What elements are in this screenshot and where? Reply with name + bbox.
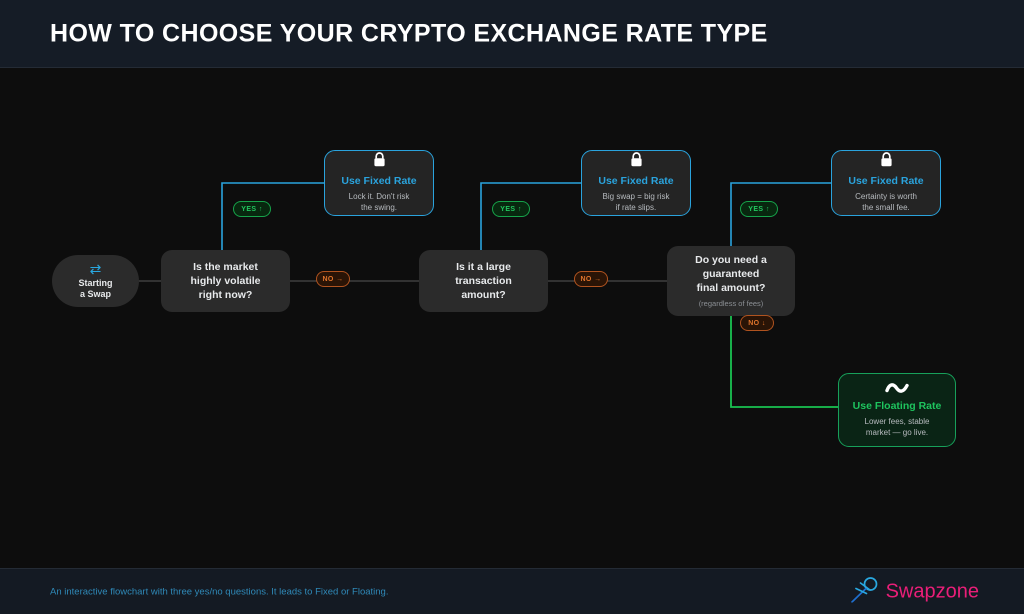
outcome-sub-line2: if rate slips.: [615, 203, 657, 212]
start-node-label: Starting a Swap: [78, 278, 112, 300]
question-text: Is it a large transaction amount?: [455, 260, 512, 302]
swap-arrows-icon: ⇄: [89, 260, 102, 277]
question-subnote: (regardless of fees): [698, 299, 764, 308]
question-line1: Do you need a: [695, 254, 767, 266]
brand-lockup[interactable]: Swapzone: [850, 576, 979, 607]
outcome-subtitle: Lower fees, stable market — go live.: [865, 416, 930, 438]
start-node[interactable]: ⇄ Starting a Swap: [52, 255, 139, 307]
lock-icon: [373, 152, 386, 170]
question-text: Do you need a guaranteed final amount?: [695, 253, 767, 295]
outcome-title: Use Fixed Rate: [848, 175, 924, 187]
question-line1: Is it a large: [456, 261, 511, 273]
question-line1: Is the market: [193, 261, 258, 273]
flowchart-canvas: ⇄ Starting a Swap Is the market highly v…: [0, 68, 1024, 568]
question-node-guaranteed-amount[interactable]: Do you need a guaranteed final amount? (…: [667, 246, 795, 316]
question-node-transaction-size[interactable]: Is it a large transaction amount?: [419, 250, 548, 312]
outcome-title: Use Floating Rate: [852, 400, 942, 412]
branch-badge-no-3[interactable]: NO ↓: [740, 315, 774, 331]
outcome-sub-line1: Lock it. Don't risk: [348, 192, 410, 201]
lock-icon: [880, 152, 893, 170]
footer-description: An interactive flowchart with three yes/…: [50, 586, 389, 597]
outcome-sub-line2: the small fee.: [862, 203, 910, 212]
outcome-title: Use Fixed Rate: [341, 175, 417, 187]
question-line2: transaction: [455, 275, 512, 287]
outcome-card-fixed-1[interactable]: Use Fixed Rate Lock it. Don't risk the s…: [324, 150, 434, 216]
page-title: HOW TO CHOOSE YOUR CRYPTO EXCHANGE RATE …: [50, 19, 768, 47]
start-label-line2: a Swap: [79, 288, 111, 299]
outcome-title: Use Fixed Rate: [598, 175, 674, 187]
page-header: HOW TO CHOOSE YOUR CRYPTO EXCHANGE RATE …: [0, 0, 1024, 68]
outcome-sub-line2: market — go live.: [865, 428, 929, 437]
outcome-subtitle: Certainty is worth the small fee.: [855, 191, 917, 213]
outcome-sub-line1: Lower fees, stable: [864, 417, 930, 426]
page-footer: An interactive flowchart with three yes/…: [0, 568, 1024, 614]
brand-name: Swapzone: [885, 580, 979, 603]
connector-wires: [139, 182, 838, 408]
question-line2: highly volatile: [190, 275, 261, 287]
swapzone-bird-logo-icon: [850, 576, 880, 607]
outcome-subtitle: Lock it. Don't risk the swing.: [349, 191, 410, 213]
outcome-card-fixed-2[interactable]: Use Fixed Rate Big swap = big risk if ra…: [581, 150, 691, 216]
branch-badge-no-1[interactable]: NO →: [316, 271, 350, 287]
outcome-sub-line2: the swing.: [360, 203, 398, 212]
question-line3: final amount?: [696, 282, 766, 294]
lock-icon: [630, 152, 643, 170]
question-line3: right now?: [198, 289, 253, 301]
outcome-card-floating[interactable]: Use Floating Rate Lower fees, stable mar…: [838, 373, 956, 447]
outcome-sub-line1: Big swap = big risk: [602, 192, 670, 201]
question-text: Is the market highly volatile right now?: [190, 260, 260, 302]
question-line2: guaranteed: [702, 268, 760, 280]
outcome-sub-line1: Certainty is worth: [855, 192, 917, 201]
tilde-icon: [885, 379, 909, 399]
branch-badge-yes-1[interactable]: YES ↑: [233, 201, 271, 217]
outcome-card-fixed-3[interactable]: Use Fixed Rate Certainty is worth the sm…: [831, 150, 941, 216]
start-label-line1: Starting: [78, 277, 113, 288]
question-node-market-volatility[interactable]: Is the market highly volatile right now?: [161, 250, 290, 312]
branch-badge-yes-2[interactable]: YES ↑: [492, 201, 530, 217]
question-line3: amount?: [461, 289, 506, 301]
branch-badge-yes-3[interactable]: YES ↑: [740, 201, 778, 217]
branch-badge-no-2[interactable]: NO →: [574, 271, 608, 287]
outcome-subtitle: Big swap = big risk if rate slips.: [603, 191, 670, 213]
